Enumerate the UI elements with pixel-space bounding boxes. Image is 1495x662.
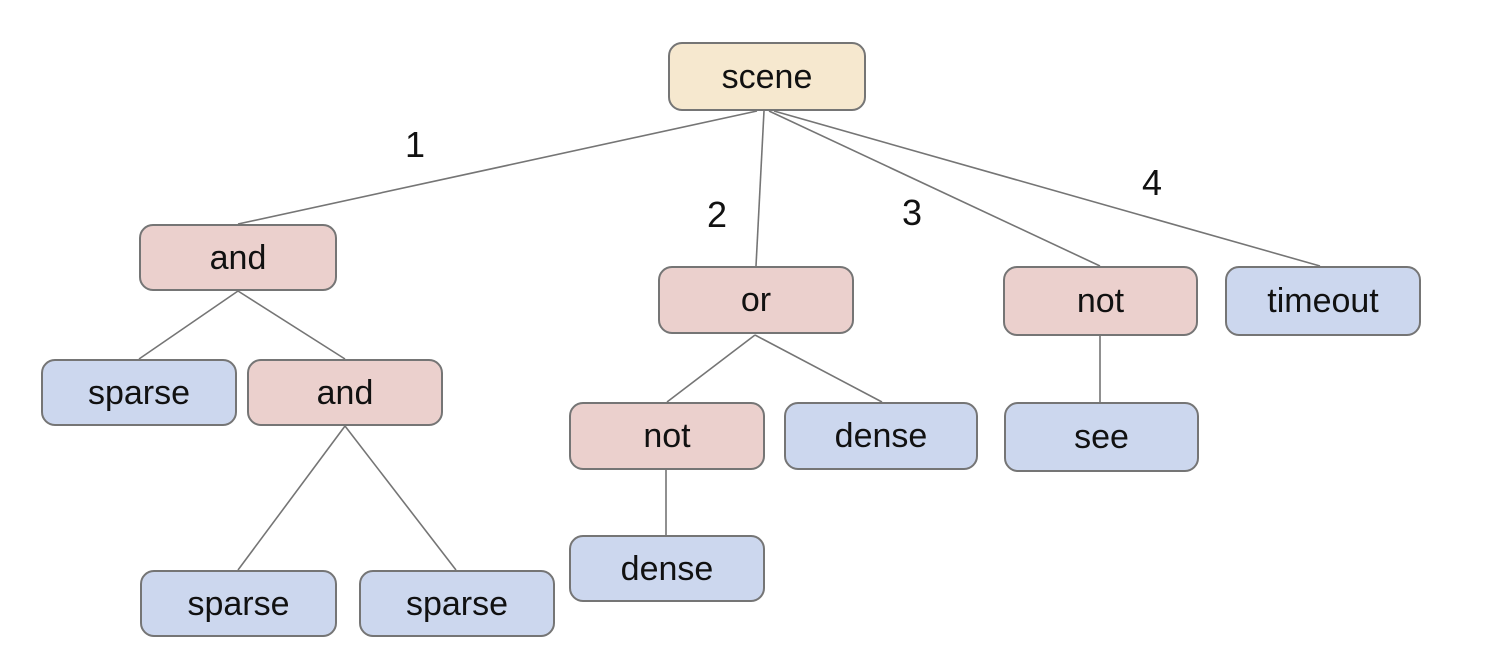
edge-and-sparse [138, 290, 239, 360]
edge-or-dense [754, 334, 883, 403]
node-sparse-1: sparse [41, 359, 237, 426]
node-and-1: and [139, 224, 337, 291]
edge-scene-and [237, 110, 758, 225]
edge-and2-sparse2 [237, 425, 346, 571]
edge-label-4: 4 [1141, 162, 1163, 203]
edge-scene-timeout [773, 110, 1321, 267]
node-see: see [1004, 402, 1199, 472]
node-not-1: not [1003, 266, 1198, 336]
node-timeout: timeout [1225, 266, 1421, 336]
edge-scene-not [768, 110, 1101, 267]
node-dense-2: dense [569, 535, 765, 602]
node-sparse-3: sparse [359, 570, 555, 637]
edge-or-not2 [666, 334, 756, 403]
node-scene: scene [668, 42, 866, 111]
node-sparse-2: sparse [140, 570, 337, 637]
edge-label-2: 2 [706, 194, 728, 235]
edge-and-and [237, 290, 346, 360]
edge-label-3: 3 [901, 192, 923, 233]
node-and-2: and [247, 359, 443, 426]
node-not-2: not [569, 402, 765, 470]
edge-scene-or [755, 110, 765, 267]
node-or: or [658, 266, 854, 334]
node-dense-1: dense [784, 402, 978, 470]
edge-label-1: 1 [404, 124, 426, 165]
edge-and2-sparse3 [344, 425, 457, 571]
